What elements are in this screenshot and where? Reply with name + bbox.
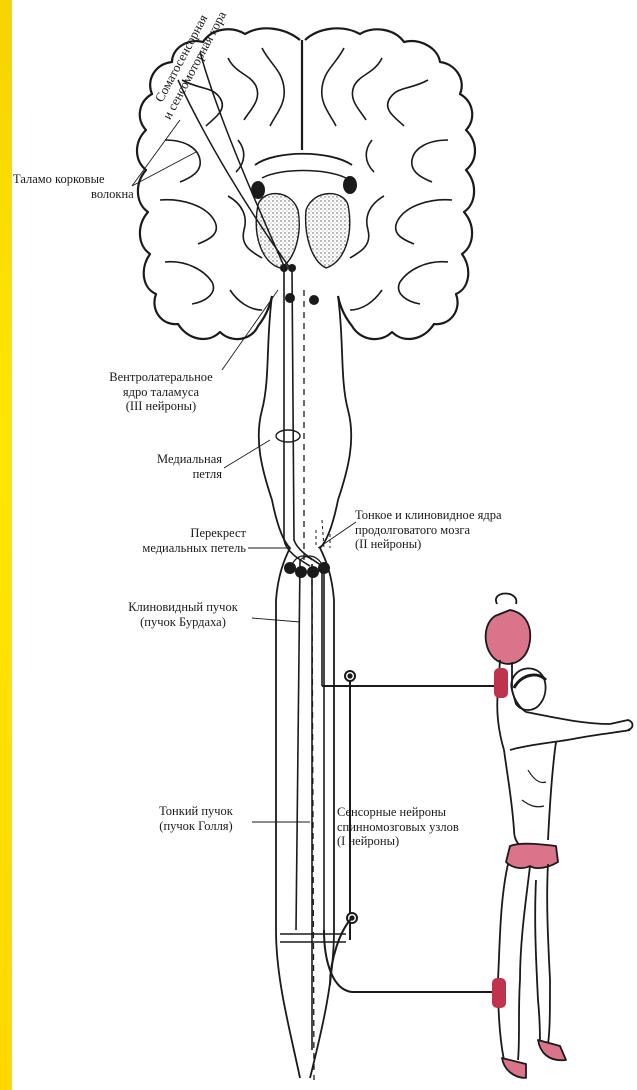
thalamus-left [256, 194, 299, 268]
human-figure [486, 594, 633, 1079]
brain-gyri-right [322, 48, 452, 310]
label-ventrolateral-nucleus: Вентролатеральное ядро таламуса (III ней… [86, 370, 236, 414]
label-ventrolateral-line3: (III нейроны) [86, 399, 236, 414]
label-nuclei-line2: продолговатого мозга [355, 523, 555, 538]
label-decussation: Перекрест медиальных петель [96, 526, 246, 555]
label-decussation-line1: Перекрест [96, 526, 246, 541]
label-sensory-line1: Сенсорные нейроны [337, 805, 497, 820]
label-cuneate-line1: Клиновидный пучок [108, 600, 258, 615]
label-sensory-neurons: Сенсорные нейроны спинномозговых узлов (… [337, 805, 497, 849]
label-medial-loop: Медиальная петля [110, 452, 222, 481]
label-ventrolateral-line1: Вентролатеральное [86, 370, 236, 385]
label-gracile-cuneate-nuclei: Тонкое и клиновидное ядра продолговатого… [355, 508, 555, 552]
label-cuneate-line2: (пучок Бурдаха) [108, 615, 258, 630]
gracile-cuneate-nuclei [284, 520, 330, 578]
label-decussation-line2: медиальных петель [96, 541, 246, 556]
label-sensory-line2: спинномозговых узлов [337, 820, 497, 835]
internal-capsule-nucleus-right [343, 176, 357, 194]
thalamus-right [306, 194, 350, 268]
label-thalamocortical-line1: Таламо корковые [13, 172, 153, 187]
label-ventrolateral-line2: ядро таламуса [86, 385, 236, 400]
label-thalamocortical-fibers: Таламо корковые волокна [13, 172, 153, 201]
label-gracile-fasciculus: Тонкий пучок (пучок Голля) [140, 804, 252, 833]
medial-loop-section [276, 430, 300, 442]
label-medial-loop-line1: Медиальная [110, 452, 222, 467]
label-medial-loop-line2: петля [110, 467, 222, 482]
label-sensory-line3: (I нейроны) [337, 834, 497, 849]
label-thalamocortical-line2: волокна [13, 187, 153, 202]
label-nuclei-line3: (II нейроны) [355, 537, 555, 552]
label-gracile-line2: (пучок Голля) [140, 819, 252, 834]
label-cuneate-fasciculus: Клиновидный пучок (пучок Бурдаха) [108, 600, 258, 629]
label-gracile-line1: Тонкий пучок [140, 804, 252, 819]
label-nuclei-line1: Тонкое и клиновидное ядра [355, 508, 555, 523]
ascending-tracts [284, 268, 324, 1050]
